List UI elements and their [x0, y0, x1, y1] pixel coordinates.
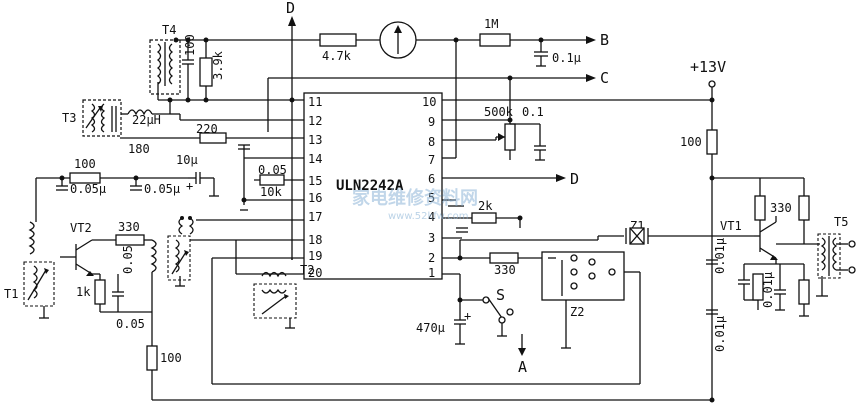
pin14-16-network: 0.05 10k	[238, 144, 304, 211]
label-3k9: 3.9k	[211, 50, 225, 80]
resistor-100-bottom	[146, 345, 158, 371]
t3-section: T3 22μH 220 180	[62, 99, 304, 156]
label-13v: +13V	[690, 58, 726, 76]
label-005u-b: 0.05μ	[144, 182, 180, 196]
label-z2: Z2	[570, 305, 584, 319]
t2-transformer: T2	[253, 263, 314, 329]
pot-500k	[504, 123, 516, 151]
watermark-url: www.52kfw.com	[388, 211, 468, 222]
pin-16: 16	[308, 191, 322, 205]
label-vt1: VT1	[720, 219, 742, 233]
label-005u-a: 0.05μ	[70, 182, 106, 196]
pin-20: 20	[308, 266, 322, 280]
resistor-4k7	[319, 33, 357, 47]
watermark: 家电维修资料网 www.52kfw.com	[352, 187, 478, 222]
label-330-vt2: 330	[118, 220, 140, 234]
label-005-14: 0.05	[258, 163, 287, 177]
resistor-220	[199, 132, 227, 144]
pin-14: 14	[308, 152, 322, 166]
terminal-d-top: D	[286, 0, 295, 17]
label-100-t4: 100	[183, 34, 197, 56]
label-001u-a: 0.01μ	[713, 238, 727, 274]
label-10u: 10μ	[176, 153, 198, 167]
label-005-b: 0.05	[116, 317, 145, 331]
pin-2: 2	[428, 251, 435, 265]
label-22uh: 22μH	[132, 113, 161, 127]
pin-3: 3	[428, 231, 435, 245]
z1-vt1: Z1 VT1 +13V 100 0.01μ 0.01μ 330	[597, 58, 820, 400]
pin-7: 7	[428, 153, 435, 167]
label-001u-b: 0.01μ	[713, 316, 727, 352]
z2-relay: Z2	[541, 251, 641, 384]
label-4k7: 4.7k	[322, 49, 352, 63]
pin-10: 10	[422, 95, 436, 109]
label-180: 180	[128, 142, 150, 156]
watermark-text: 家电维修资料网	[352, 187, 478, 209]
label-10k: 10k	[260, 185, 282, 199]
resistor-10k	[259, 174, 285, 186]
label-1m: 1M	[484, 17, 498, 31]
terminal-b: B	[600, 31, 609, 49]
label-vt2: VT2	[70, 221, 92, 235]
right-ic-network: 500k 0.1 D 2k 330	[416, 40, 712, 376]
resistor-100-right	[706, 129, 718, 155]
label-t1: T1	[4, 287, 18, 301]
terminal-a: A	[518, 358, 527, 376]
pin-13: 13	[308, 133, 322, 147]
resistor-1m	[479, 33, 511, 47]
label-2k: 2k	[478, 199, 493, 213]
pin-11: 11	[308, 95, 322, 109]
label-100-left: 100	[74, 157, 96, 171]
pin-8: 8	[428, 135, 435, 149]
terminal-d-right: D	[570, 170, 579, 188]
label-01u-top: 0.1μ	[552, 51, 581, 65]
label-001u-c: 0.01μ	[761, 272, 775, 308]
pin-19: 19	[308, 249, 322, 263]
t5-transformer: T5	[816, 215, 856, 297]
ic-label: ULN2242A	[336, 178, 404, 194]
resistor-330-pin2	[489, 252, 519, 264]
pin-12: 12	[308, 114, 322, 128]
resistor-330-vt1	[754, 195, 766, 221]
label-470u: 470μ	[416, 321, 445, 335]
plus-470u: +	[464, 309, 471, 323]
label-t3: T3	[62, 111, 76, 125]
plus-10u: +	[186, 179, 193, 193]
pin-18: 18	[308, 233, 322, 247]
label-330-pin2: 330	[494, 263, 516, 277]
junctions	[167, 37, 715, 403]
resistor-2k	[471, 212, 497, 224]
pin-5: 5	[428, 191, 435, 205]
label-005-a: 0.05	[121, 245, 135, 274]
label-01: 0.1	[522, 105, 544, 119]
label-t2: T2	[300, 263, 314, 277]
terminal-c: C	[600, 69, 609, 87]
pin-17: 17	[308, 210, 322, 224]
label-100-right: 100	[680, 135, 702, 149]
label-330-vt1: 330	[770, 201, 792, 215]
label-t4: T4	[162, 23, 176, 37]
pin-6: 6	[428, 172, 435, 186]
pin-1: 1	[428, 266, 435, 280]
label-1k: 1k	[76, 285, 91, 299]
label-500k: 500k	[484, 105, 514, 119]
pin-9: 9	[428, 115, 435, 129]
pin-4: 4	[428, 210, 435, 224]
label-100-bottom: 100	[160, 351, 182, 365]
ic-uln2242a: ULN2242A 11 12 13 14 15 16 17 18 19 20 1…	[303, 92, 443, 280]
pin-15: 15	[308, 174, 322, 188]
resistor-330-vt2	[115, 234, 145, 246]
resistor-1k	[94, 279, 106, 305]
left-section: 100 0.05μ 0.05μ + 10μ T1 VT2	[4, 153, 712, 401]
label-t5: T5	[834, 215, 848, 229]
label-s: S	[496, 286, 505, 304]
top-section: D 4.7k 1M B 0.1μ C T4	[149, 0, 609, 260]
